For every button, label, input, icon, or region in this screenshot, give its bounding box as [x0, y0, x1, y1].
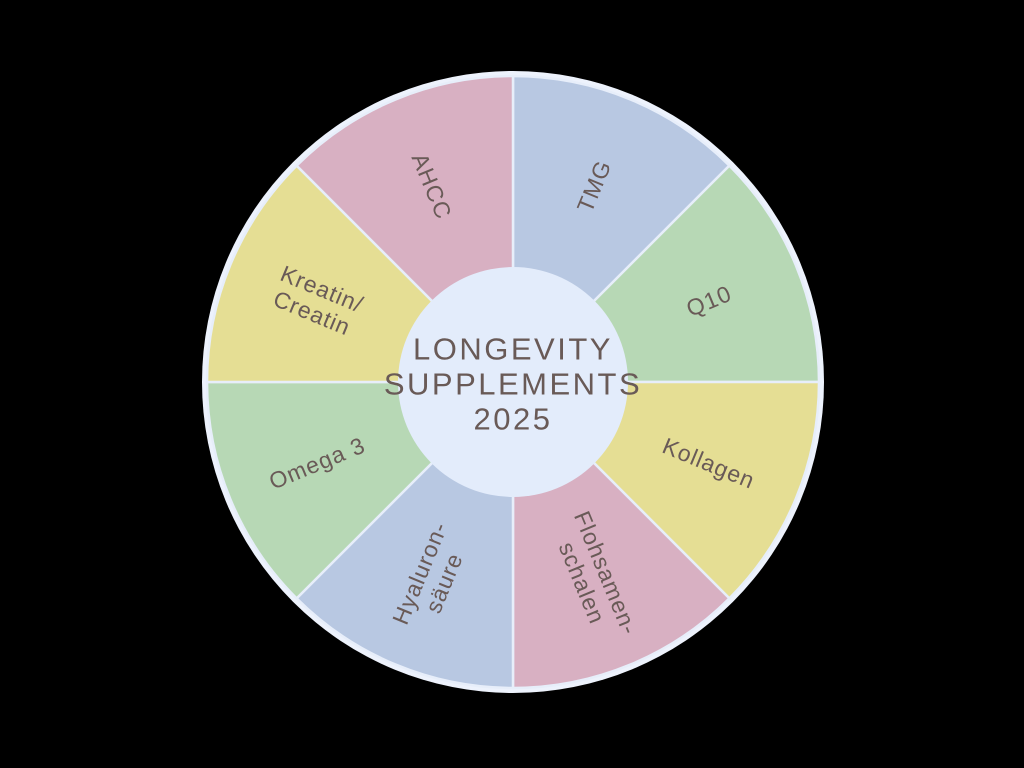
center-title-line-2: SUPPLEMENTS — [383, 366, 643, 402]
center-title-line-3: 2025 — [473, 401, 553, 437]
center-title-line-1: LONGEVITY — [413, 331, 613, 367]
center-title: LONGEVITY SUPPLEMENTS 2025 — [384, 332, 642, 437]
wheel-center-circle — [398, 267, 628, 497]
